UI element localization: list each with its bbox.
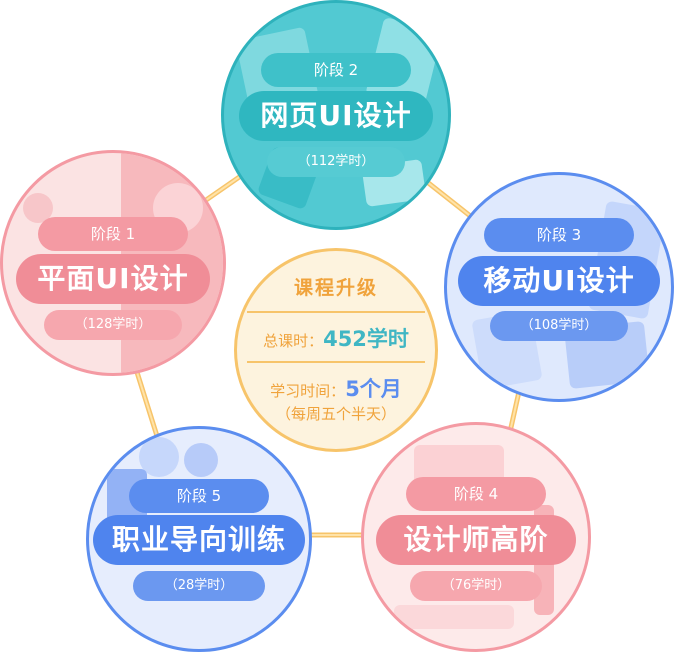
stage-5-title: 职业导向训练 bbox=[93, 515, 305, 565]
divider-bottom bbox=[247, 361, 425, 363]
total-hours-row: 总课时：452学时 bbox=[237, 323, 435, 353]
duration-row: 学习时间：5个月 bbox=[237, 373, 435, 403]
stage-5-hours: （28学时） bbox=[133, 571, 265, 601]
duration-value: 5个月 bbox=[345, 377, 402, 401]
stage-2-step: 阶段 2 bbox=[261, 53, 411, 87]
stage-3-hours: （108学时） bbox=[490, 311, 628, 341]
stage-5-step: 阶段 5 bbox=[129, 479, 269, 513]
duration-note: （每周五个半天） bbox=[275, 405, 396, 423]
stage-2-circle: 阶段 2 网页UI设计 （112学时） bbox=[221, 0, 451, 230]
total-hours-label: 总课时： bbox=[263, 332, 324, 350]
divider-top bbox=[247, 311, 425, 313]
stage-1-step: 阶段 1 bbox=[38, 217, 188, 251]
stage-2-hours: （112学时） bbox=[267, 147, 405, 177]
duration-label: 学习时间： bbox=[270, 382, 346, 400]
stage-1-title: 平面UI设计 bbox=[16, 254, 210, 304]
summary-heading: 课程升级 bbox=[293, 277, 378, 299]
stage-1-circle: 阶段 1 平面UI设计 （128学时） bbox=[0, 150, 226, 376]
total-hours-value: 452学时 bbox=[323, 327, 409, 351]
stage-3-step: 阶段 3 bbox=[484, 218, 634, 252]
stage-2-title: 网页UI设计 bbox=[239, 91, 433, 141]
stage-5-circle: 阶段 5 职业导向训练 （28学时） bbox=[86, 426, 312, 652]
stage-1-hours: （128学时） bbox=[44, 310, 182, 340]
stage-3-title: 移动UI设计 bbox=[458, 256, 660, 306]
stage-4-circle: 阶段 4 设计师高阶 （76学时） bbox=[361, 422, 591, 652]
stage-3-circle: 阶段 3 移动UI设计 （108学时） bbox=[444, 172, 674, 402]
stage-4-step: 阶段 4 bbox=[406, 477, 546, 511]
course-summary-circle: 课程升级 总课时：452学时 学习时间：5个月 （每周五个半天） bbox=[234, 248, 438, 452]
stage-4-hours: （76学时） bbox=[410, 571, 542, 601]
stage-4-title: 设计师高阶 bbox=[376, 515, 576, 565]
